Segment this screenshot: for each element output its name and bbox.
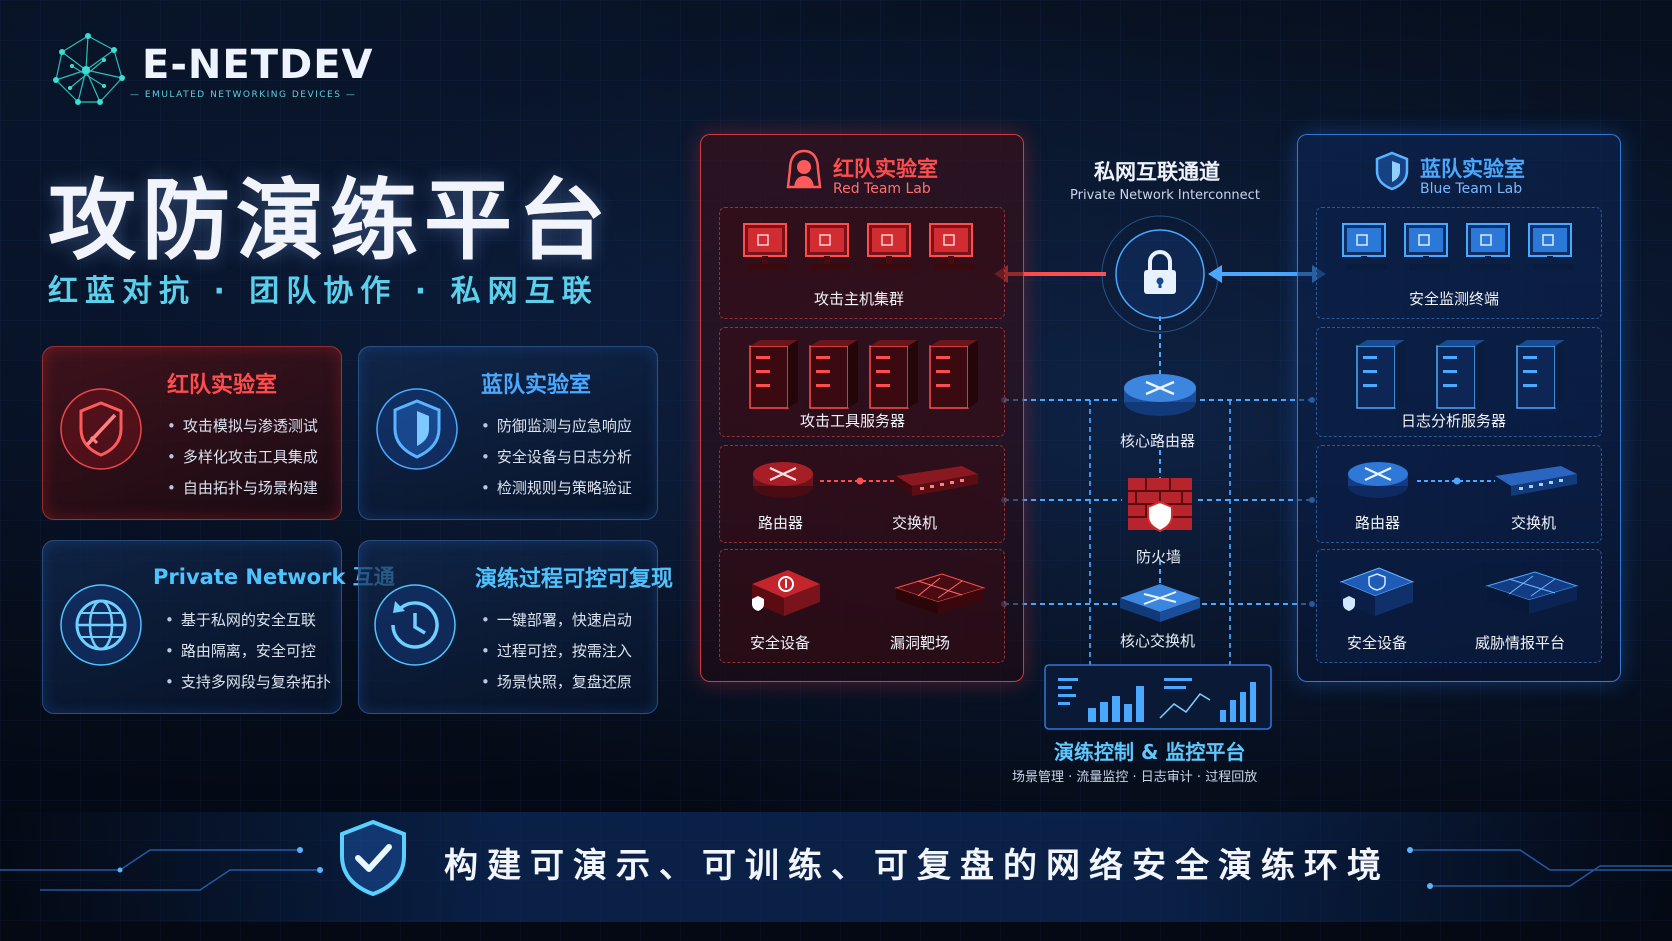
feature-list: 攻击模拟与渗透测试 多样化攻击工具集成 自由拓扑与场景构建: [167, 411, 318, 504]
feature-card-red-team: 红队实验室 攻击模拟与渗透测试 多样化攻击工具集成 自由拓扑与场景构建: [42, 346, 342, 520]
security-appliance-icon: [1339, 567, 1415, 616]
footer-band: [0, 812, 1672, 922]
shield-icon: [1375, 151, 1409, 191]
feature-title: 蓝队实验室: [481, 373, 592, 398]
router-icon: [753, 462, 813, 498]
monitor-terminals-label: 安全监测终端: [1409, 290, 1500, 308]
blue-lab-title: 蓝队实验室: [1420, 157, 1525, 181]
shield-sword-icon: [60, 388, 142, 470]
red-switch-label: 交换机: [892, 514, 938, 532]
firewall-icon: [1128, 478, 1192, 533]
list-item: 基于私网的安全互联: [165, 605, 331, 636]
attack-hosts-label: 攻击主机集群: [814, 290, 905, 308]
vulnerability-range-icon: [894, 573, 986, 614]
shield-icon: [376, 388, 458, 470]
feature-list: 防御监测与应急响应 安全设备与日志分析 检测规则与策略验证: [481, 411, 632, 504]
threat-intel-platform-icon: [1485, 571, 1579, 614]
brand-name: E-NETDEV: [142, 42, 374, 88]
feature-card-replay: 演练过程可控可复现 一键部署，快速启动 过程可控，按需注入 场景快照，复盘还原: [358, 540, 673, 714]
core-switch-icon: [1120, 584, 1200, 622]
red-security-label: 安全设备: [750, 634, 811, 652]
core-switch-label: 核心交换机: [1120, 632, 1196, 650]
attack-servers-label: 攻击工具服务器: [800, 412, 906, 430]
feature-title: Private Network 互通: [153, 565, 395, 589]
list-item: 攻击模拟与渗透测试: [167, 411, 318, 442]
attack-hosts-group: 攻击主机集群: [719, 207, 1005, 319]
blue-switch-label: 交换机: [1511, 514, 1557, 532]
router-icon: [1348, 462, 1408, 498]
log-server-racks-icon: [1356, 339, 1566, 409]
globe-icon: [60, 584, 142, 666]
page-subtitle: 红蓝对抗 · 团队协作 · 私网互联: [48, 274, 599, 309]
red-team-lab: 红队实验室 Red Team Lab 攻击主机集群 攻击工具服务器: [700, 134, 1024, 682]
blue-security-group: 安全设备 威胁情报平台: [1316, 549, 1602, 663]
list-item: 自由拓扑与场景构建: [167, 473, 318, 504]
core-router-icon: [1124, 374, 1196, 416]
control-platform-title: 演练控制 & 监控平台: [1054, 740, 1246, 764]
circuit-lines-right: [1407, 847, 1672, 889]
monitor-terminals-group: 安全监测终端: [1316, 207, 1602, 319]
blue-network-group: 路由器 交换机: [1316, 445, 1602, 543]
list-item: 安全设备与日志分析: [481, 442, 632, 473]
list-item: 路由隔离，安全可控: [165, 636, 331, 667]
vuln-range-label: 漏洞靶场: [890, 634, 951, 652]
list-item: 检测规则与策略验证: [481, 473, 632, 504]
log-servers-label: 日志分析服务器: [1401, 412, 1507, 430]
firewall-label: 防火墙: [1136, 548, 1182, 566]
shield-check-icon: [340, 819, 406, 897]
switch-icon: [896, 466, 978, 496]
lock-icon: [1144, 250, 1176, 294]
red-network-group: 路由器 交换机: [719, 445, 1005, 543]
blue-router-label: 路由器: [1355, 514, 1401, 532]
feature-list: 基于私网的安全互联 路由隔离，安全可控 支持多网段与复杂拓扑: [165, 605, 331, 698]
circuit-lines-left: [0, 847, 323, 891]
hacker-icon: [786, 149, 822, 189]
list-item: 支持多网段与复杂拓扑: [165, 667, 331, 698]
list-item: 防御监测与应急响应: [481, 411, 632, 442]
red-router-label: 路由器: [758, 514, 804, 532]
attack-server-racks-icon: [749, 339, 979, 409]
page-title: 攻防演练平台: [48, 169, 613, 272]
list-item: 多样化攻击工具集成: [167, 442, 318, 473]
blue-security-label: 安全设备: [1347, 634, 1408, 652]
list-item: 场景快照，复盘还原: [481, 667, 632, 698]
blue-team-lab: 蓝队实验室 Blue Team Lab 安全监测终端 日志分析服务器: [1297, 134, 1621, 682]
list-item: 过程可控，按需注入: [481, 636, 632, 667]
blue-lab-subtitle: Blue Team Lab: [1420, 181, 1523, 197]
interconnect-subtitle: Private Network Interconnect: [1070, 188, 1260, 203]
threat-intel-label: 威胁情报平台: [1475, 634, 1566, 652]
monitoring-dashboard-icon: [1044, 664, 1272, 730]
red-link-line: [820, 477, 900, 485]
monitor-terminals-icon: [1342, 223, 1574, 271]
feature-card-private-network: Private Network 互通 基于私网的安全互联 路由隔离，安全可控 支…: [42, 540, 395, 714]
core-router-label: 核心路由器: [1120, 432, 1196, 450]
feature-title: 演练过程可控可复现: [475, 567, 674, 592]
blue-link-line: [1417, 477, 1497, 485]
footer-slogan: 构建可演示、可训练、可复盘的网络安全演练环境: [444, 846, 1390, 886]
switch-icon: [1495, 466, 1577, 496]
brand-tagline: — EMULATED NETWORKING DEVICES —: [130, 90, 357, 100]
red-security-group: 安全设备 漏洞靶场: [719, 549, 1005, 663]
attack-servers-group: 攻击工具服务器: [719, 327, 1005, 437]
list-item: 一键部署，快速启动: [481, 605, 632, 636]
attack-host-computers-icon: [743, 223, 975, 271]
red-lab-subtitle: Red Team Lab: [833, 181, 931, 197]
security-appliance-icon: [752, 570, 820, 616]
history-clock-icon: [374, 584, 456, 666]
red-lab-title: 红队实验室: [833, 157, 938, 181]
control-platform-subtitle: 场景管理 · 流量监控 · 日志审计 · 过程回放: [1012, 770, 1258, 785]
network-logo-icon: [53, 33, 125, 105]
feature-list: 一键部署，快速启动 过程可控，按需注入 场景快照，复盘还原: [481, 605, 632, 698]
log-servers-group: 日志分析服务器: [1316, 327, 1602, 437]
interconnect-title: 私网互联通道: [1094, 160, 1220, 184]
feature-title: 红队实验室: [167, 373, 278, 398]
feature-card-blue-team: 蓝队实验室 防御监测与应急响应 安全设备与日志分析 检测规则与策略验证: [358, 346, 658, 520]
